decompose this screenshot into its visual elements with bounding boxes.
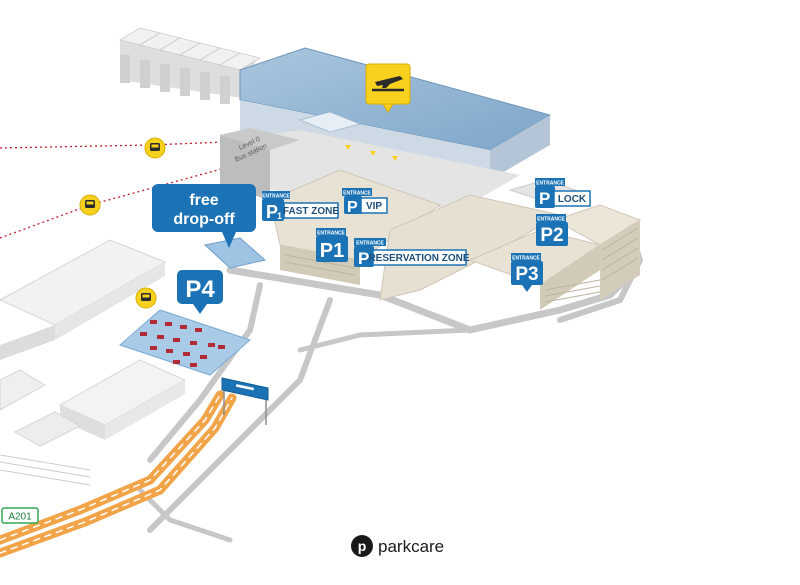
- logo-letter: p: [358, 538, 367, 554]
- reservation-code: P: [358, 249, 369, 268]
- vip-code: P: [347, 199, 358, 216]
- entrance-label: ENTRANCE: [537, 217, 565, 223]
- bus-icon: [79, 194, 101, 216]
- p1-fast-code: P: [266, 202, 278, 222]
- entrance-label: ENTRANCE: [536, 181, 564, 187]
- parkcare-logo: p parkcare: [351, 535, 444, 557]
- dropoff-zone: [203, 237, 267, 269]
- brand-name: parkcare: [378, 537, 444, 556]
- road-sign: [221, 377, 269, 425]
- parkcare-logo-icon: p: [351, 535, 373, 557]
- lock-code: P: [539, 189, 550, 208]
- lock-sign: ENTRANCE P LOCK: [535, 178, 591, 208]
- bus-icon: [135, 287, 157, 309]
- p2-code: P2: [540, 225, 563, 246]
- p3-sign: ENTRANCE P3: [511, 253, 543, 292]
- hangars: [118, 27, 262, 104]
- p1-code: P1: [320, 240, 344, 262]
- highway: [0, 390, 237, 558]
- road-a201-badge: A201: [1, 507, 39, 524]
- p1-fast-zone-sign: ENTRANCE P 1 FAST ZONE: [262, 191, 339, 222]
- p1-sign: ENTRANCE P1: [316, 228, 348, 262]
- bus-icon: [144, 137, 166, 159]
- lock-label: LOCK: [558, 194, 587, 205]
- vip-label: VIP: [366, 201, 382, 212]
- p3-code: P3: [515, 264, 538, 285]
- a201-label: A201: [8, 512, 32, 523]
- entrance-label: ENTRANCE: [343, 191, 371, 197]
- entrance-label: ENTRANCE: [356, 241, 384, 247]
- bus-station: Level 0 Bus station: [220, 128, 300, 200]
- entrance-label: ENTRANCE: [262, 194, 290, 200]
- p4-sign: P4: [177, 270, 223, 314]
- p2-sign: ENTRANCE P2: [536, 214, 568, 246]
- reservation-zone-sign: ENTRANCE P RESERVATION ZONE: [354, 238, 470, 268]
- p4-parking-lot: [119, 309, 251, 376]
- p4-label: P4: [185, 276, 215, 303]
- p1-fast-sub: 1: [277, 211, 282, 221]
- dropoff-line1: free: [189, 192, 218, 209]
- fast-zone-label: FAST ZONE: [283, 206, 339, 217]
- airplane-icon: [365, 63, 411, 113]
- entrance-label: ENTRANCE: [317, 231, 345, 237]
- reservation-zone-label: RESERVATION ZONE: [368, 253, 469, 264]
- free-dropoff-callout: free drop-off: [152, 184, 256, 248]
- vip-sign: ENTRANCE P VIP: [342, 188, 388, 216]
- left-buildings: [0, 239, 187, 486]
- dropoff-line2: drop-off: [173, 211, 235, 228]
- entrance-label: ENTRANCE: [512, 256, 540, 262]
